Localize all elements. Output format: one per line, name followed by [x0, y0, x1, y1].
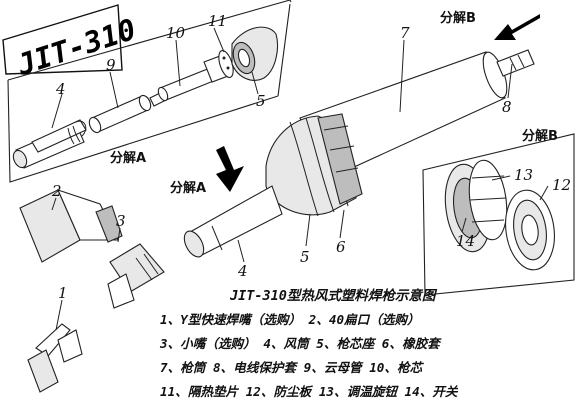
callout-12: 12 [552, 176, 571, 194]
label-explode-b-top: 分解B [440, 10, 476, 26]
part-6-rubber-sleeve [317, 113, 363, 205]
callout-5-exploded: 5 [256, 92, 266, 110]
legend-line-4: 11、隔热垫片 12、防尘板 13、调温旋钮 14、开关 [160, 384, 459, 399]
legend-line-2: 3、小嘴（选购） 4、风筒 5、枪芯座 6、橡胶套 [159, 336, 442, 351]
exploded-view-b [422, 133, 575, 296]
part-11-insulation-pad [218, 50, 234, 78]
part-8-cable-sleeve [496, 49, 535, 77]
part-10-heating-core [157, 55, 229, 102]
arrow-to-view-a [216, 146, 244, 192]
part-4-air-tube [183, 185, 283, 258]
callout-9: 9 [106, 56, 116, 74]
legend-line-1: 1、Y型快速焊嘴（选购） 2、40扁口（选购） [160, 312, 420, 327]
title-box: JIT-310 [2, 4, 140, 82]
callout-11: 11 [208, 12, 227, 30]
main-gun-assembly [183, 49, 535, 258]
part-3-small-nozzle [107, 243, 165, 309]
callout-labels: 9 10 11 5 4 7 8 5 6 4 2 3 1 13 12 14 [51, 12, 571, 302]
part-12-dust-cover [505, 189, 555, 271]
diagram-caption: JIT-310型热风式塑料焊枪示意图 [229, 288, 438, 304]
callout-10: 10 [166, 24, 186, 42]
callout-8: 8 [502, 98, 512, 116]
callout-14: 14 [456, 232, 475, 250]
callout-1: 1 [58, 284, 68, 302]
label-explode-b-detail: 分解B [522, 128, 558, 144]
callout-7: 7 [400, 24, 410, 42]
exploded-view-a [7, 0, 292, 183]
part-1-y-nozzle [27, 323, 83, 393]
label-explode-a-top: 分解A [110, 150, 146, 166]
leader-lines [51, 27, 549, 331]
part-13-temperature-knob [468, 159, 508, 241]
callout-2: 2 [51, 182, 62, 200]
legend-line-3: 7、枪筒 8、电线保护套 9、云母管 10、枪芯 [160, 360, 425, 375]
label-explode-a-main: 分解A [170, 180, 206, 196]
part-4-air-tube-a [12, 119, 87, 169]
callout-6: 6 [336, 238, 346, 256]
callout-5: 5 [300, 248, 310, 266]
part-9-mica-tube [88, 94, 152, 134]
part-5-core-seat-a [231, 26, 279, 81]
arrow-to-view-b [494, 14, 540, 40]
callout-13: 13 [514, 166, 533, 184]
callout-3: 3 [116, 212, 126, 230]
callout-4-exploded: 4 [55, 80, 66, 98]
callout-4: 4 [237, 262, 248, 280]
part-2-flat-nozzle [19, 189, 123, 263]
